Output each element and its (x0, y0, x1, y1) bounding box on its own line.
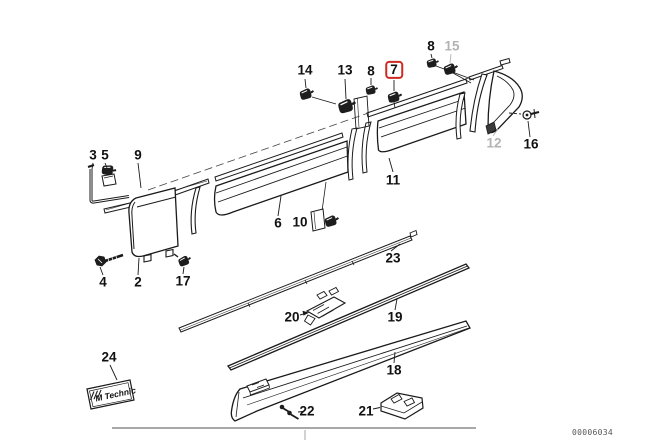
part-18-sill (230, 320, 471, 422)
part-label-17[interactable]: 17 (175, 273, 191, 289)
part-label-22[interactable]: 22 (299, 403, 315, 419)
part-21-bracket (372, 392, 424, 420)
part-label-15[interactable]: 15 (444, 38, 460, 54)
part-label-3[interactable]: 3 (89, 147, 97, 163)
part-label-13[interactable]: 13 (337, 62, 353, 78)
axis-dash-line (147, 67, 498, 191)
part-16-grommet (508, 108, 540, 120)
part-6-moulding (213, 132, 349, 216)
part-label-10[interactable]: 10 (292, 214, 308, 230)
part-4-bolt (94, 253, 124, 267)
part-24-badge: M Technic (86, 379, 137, 410)
part-label-11[interactable]: 11 (385, 172, 401, 188)
part-2-panel (128, 187, 179, 263)
part-label-8[interactable]: 8 (367, 63, 375, 79)
part-22-screws (279, 404, 305, 420)
bottom-separator (112, 427, 476, 440)
part-12-pillar-trim (469, 70, 523, 135)
part-label-9[interactable]: 9 (134, 147, 142, 163)
part-label-12[interactable]: 12 (486, 135, 502, 151)
moulding-end-band-left (190, 186, 201, 235)
moulding-end-band-right (455, 92, 466, 140)
part-19-strip (226, 263, 471, 371)
part-label-16[interactable]: 16 (523, 136, 539, 152)
part-5-clip (100, 163, 118, 187)
part-23-strip (178, 229, 418, 333)
part-label-5[interactable]: 5 (101, 147, 109, 163)
part-label-24[interactable]: 24 (101, 349, 117, 365)
top-clips (297, 56, 475, 130)
part-label-21[interactable]: 21 (358, 403, 374, 419)
part-label-20[interactable]: 20 (284, 309, 300, 325)
part-label-4[interactable]: 4 (99, 274, 107, 290)
diagram-code: 00006034 (572, 428, 613, 437)
part-label-19[interactable]: 19 (387, 309, 403, 325)
part-label-18[interactable]: 18 (386, 362, 402, 378)
part-10-clip (310, 181, 342, 232)
part-label-23[interactable]: 23 (385, 250, 401, 266)
part-11-moulding (366, 57, 511, 153)
part-label-8[interactable]: 8 (427, 38, 435, 54)
part-17-clip (173, 253, 194, 268)
leader-lines (91, 53, 531, 381)
part-label-6[interactable]: 6 (274, 215, 282, 231)
part-label-7[interactable]: 7 (385, 60, 403, 80)
part-20-bracket (299, 286, 347, 326)
part-label-14[interactable]: 14 (297, 62, 313, 78)
part-label-2[interactable]: 2 (134, 274, 142, 290)
moulding-end-bands-mid (347, 121, 372, 181)
